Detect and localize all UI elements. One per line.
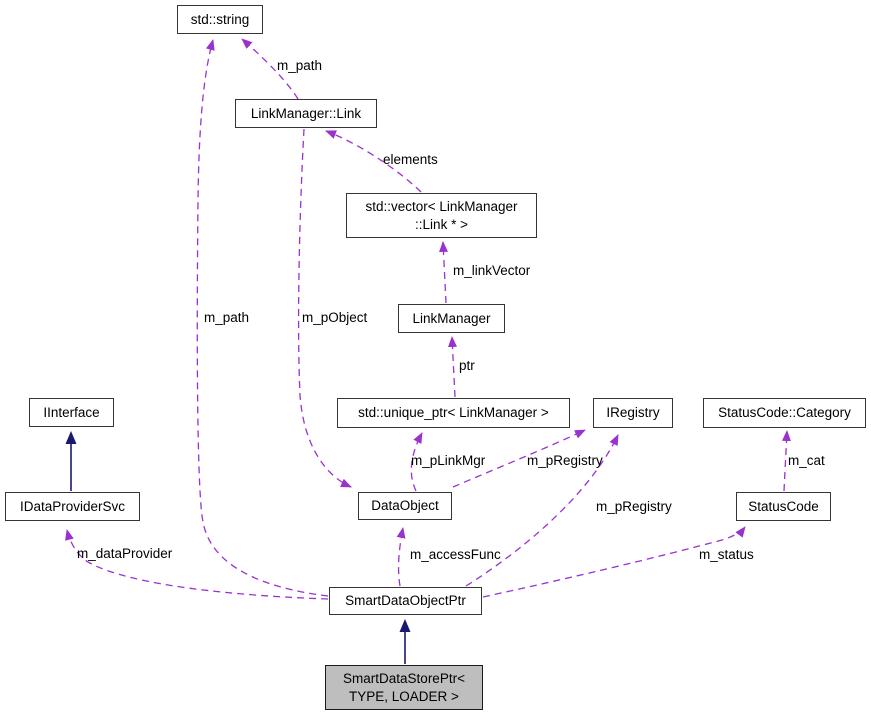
node-idataprovidersvc-label: IDataProviderSvc — [19, 498, 126, 514]
edge-label-ptr: ptr — [459, 358, 475, 373]
edge-m-status — [482, 526, 746, 598]
node-smartdatastoreptr-current: SmartDataStorePtr< TYPE, LOADER > — [325, 665, 483, 710]
node-iregistry-label: IRegistry — [606, 405, 660, 421]
node-linkmanager-link-label: LinkManager::Link — [250, 105, 362, 121]
node-statuscode-label: StatusCode — [748, 498, 819, 514]
node-linkmanager-label: LinkManager — [412, 310, 491, 326]
node-std-vector-linkmanager-link[interactable]: std::vector< LinkManager ::Link * > — [346, 193, 537, 238]
node-smartdatastoreptr-line1: SmartDataStorePtr< — [343, 670, 465, 686]
node-smartdataobjectptr-label: SmartDataObjectPtr — [345, 593, 466, 609]
edge-label-m-dataprovider: m_dataProvider — [77, 546, 173, 561]
node-smartdatastoreptr-line2: TYPE, LOADER > — [349, 688, 459, 704]
node-iregistry[interactable]: IRegistry — [593, 398, 673, 428]
edge-label-m-linkvector: m_linkVector — [453, 263, 531, 278]
node-statuscode[interactable]: StatusCode — [736, 492, 831, 521]
edge-label-elements: elements — [383, 152, 438, 167]
edge-label-m-path-link: m_path — [277, 58, 323, 73]
edge-elements — [325, 130, 422, 193]
node-idataprovidersvc[interactable]: IDataProviderSvc — [5, 492, 140, 521]
edge-m-pregistry-dataobject — [452, 429, 586, 488]
edge-label-m-pobject: m_pObject — [302, 310, 368, 325]
edge-m-cat — [782, 430, 791, 492]
edge-label-m-accessfunc: m_accessFunc — [410, 547, 501, 562]
node-std-vector-line2: ::Link * > — [415, 216, 468, 232]
node-dataobject[interactable]: DataObject — [358, 492, 452, 520]
edge-m-plinkmgr — [410, 432, 423, 492]
node-statuscode-category[interactable]: StatusCode::Category — [703, 398, 866, 428]
edge-m-pobject — [297, 128, 352, 488]
edge-label-m-plinkmgr: m_pLinkMgr — [411, 453, 486, 468]
edge-label-m-pregistry-dataobject: m_pRegistry — [527, 453, 603, 468]
edge-m-path-smart-to-string — [196, 39, 329, 597]
edge-m-accessfunc — [396, 527, 406, 587]
node-iinterface-label: IInterface — [43, 404, 100, 420]
edge-ptr — [448, 336, 457, 398]
edge-label-m-cat: m_cat — [788, 453, 825, 468]
node-std-string[interactable]: std::string — [177, 5, 263, 34]
node-std-string-label: std::string — [190, 11, 250, 27]
node-smartdataobjectptr[interactable]: SmartDataObjectPtr — [329, 587, 482, 615]
edge-m-pregistry-smart — [465, 434, 619, 587]
node-dataobject-label: DataObject — [371, 498, 439, 514]
edge-label-m-pregistry-smart: m_pRegistry — [596, 499, 672, 514]
node-std-vector-line1: std::vector< LinkManager — [365, 198, 518, 214]
edge-label-m-path-smart: m_path — [204, 310, 250, 325]
node-linkmanager[interactable]: LinkManager — [398, 304, 505, 333]
node-linkmanager-link[interactable]: LinkManager::Link — [235, 99, 377, 128]
edge-m-path-link-to-string — [241, 38, 299, 100]
edge-m-linkvector — [438, 241, 448, 304]
node-statuscode-category-label: StatusCode::Category — [718, 405, 851, 421]
edge-label-m-status: m_status — [699, 547, 754, 562]
node-std-unique-ptr-label: std::unique_ptr< LinkManager > — [358, 405, 549, 421]
edge-m-dataprovider — [65, 529, 329, 600]
node-iinterface[interactable]: IInterface — [29, 398, 114, 427]
node-std-unique-ptr[interactable]: std::unique_ptr< LinkManager > — [337, 398, 570, 428]
